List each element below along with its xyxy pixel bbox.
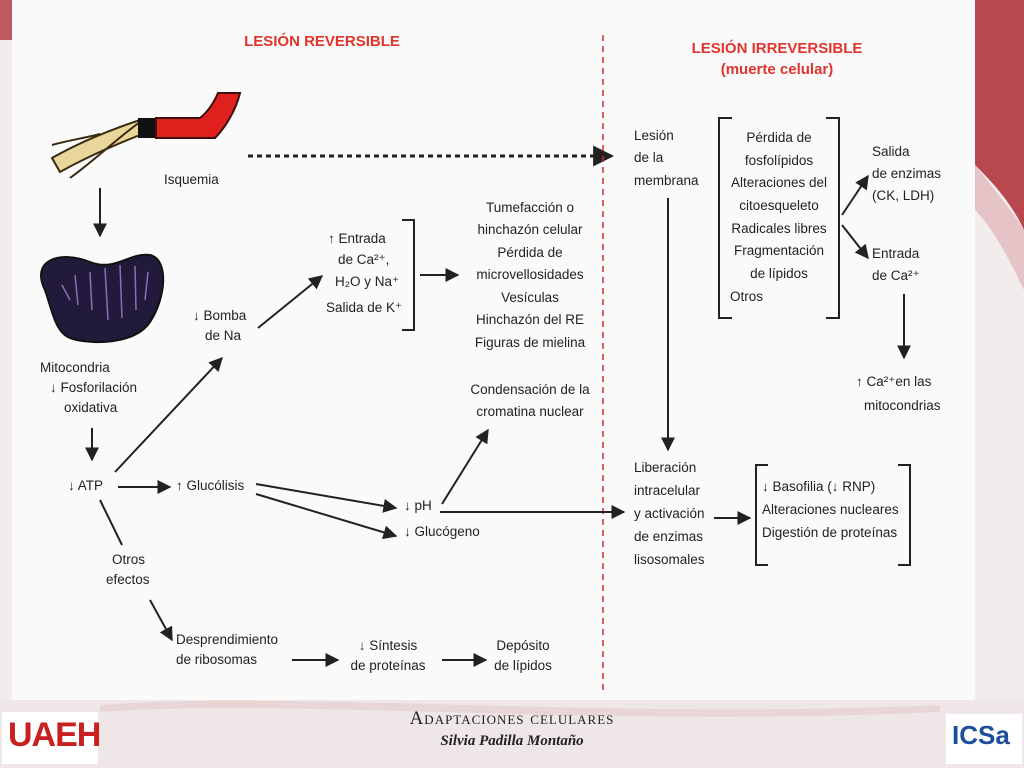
node-ph: ↓ pH xyxy=(404,498,432,513)
node-condensacion: Condensación de la xyxy=(470,382,590,397)
node-de-la: de la xyxy=(634,150,664,165)
header-irreversible: LESIÓN IRREVERSIBLE xyxy=(691,40,863,57)
uaeh-logo: UAEH xyxy=(2,712,101,764)
node-salida-k: Salida de K⁺ xyxy=(326,300,403,315)
node-fosfolipidos: fosfolípidos xyxy=(744,153,814,168)
node-fosforilacion: ↓ Fosforilación xyxy=(50,380,138,395)
node-vesiculas: Vesículas xyxy=(501,290,559,305)
node-desprendimiento: Desprendimiento xyxy=(176,632,279,647)
node-entrada: ↑ Entrada xyxy=(328,231,386,246)
footer-author: Silvia Padilla Montaño xyxy=(440,733,584,749)
node-entrada-right: Entrada xyxy=(872,246,920,261)
node-citoesqueleto: citoesqueleto xyxy=(739,198,819,213)
node-liberacion: Liberación xyxy=(634,460,697,475)
node-perdida: Pérdida de xyxy=(497,245,563,260)
node-salida: Salida xyxy=(872,144,910,159)
node-lesion: Lesión xyxy=(634,128,674,143)
node-basofilia: ↓ Basofilia (↓ RNP) xyxy=(762,479,876,494)
node-radicales: Radicales libres xyxy=(731,221,827,236)
node-isquemia: Isquemia xyxy=(164,172,219,187)
node-cromatina: cromatina nuclear xyxy=(476,404,584,419)
node-hinchazon-celular: hinchazón celular xyxy=(477,222,583,237)
node-entrada-ca: de Ca²⁺, xyxy=(338,252,390,267)
node-alteraciones-nucleares: Alteraciones nucleares xyxy=(762,502,899,517)
node-sintesis-proteinas: de proteínas xyxy=(350,658,426,673)
node-hinchazon-re: Hinchazón del RE xyxy=(475,312,585,327)
node-oxidativa: oxidativa xyxy=(64,400,118,415)
node-intracelular: intracelular xyxy=(634,483,701,498)
node-lisosomales: lisosomales xyxy=(634,552,705,567)
node-otros: Otros xyxy=(112,552,146,567)
node-de-enzimas: de enzimas xyxy=(872,166,942,181)
icsa-logo-text: ICSa xyxy=(952,720,1010,750)
node-deposito: Depósito xyxy=(496,638,550,653)
node-otros-right: Otros xyxy=(730,289,764,304)
node-entrada-h2o: H₂O y Na⁺ xyxy=(335,274,400,289)
node-bomba-na: de Na xyxy=(205,328,242,343)
header-irreversible-sub: (muerte celular) xyxy=(720,61,834,78)
icsa-logo: ICSa xyxy=(946,714,1022,764)
node-ribosomas: de ribosomas xyxy=(176,652,258,667)
node-efectos: efectos xyxy=(106,572,150,587)
node-sintesis: ↓ Síntesis xyxy=(358,638,418,653)
node-perdida-de: Pérdida de xyxy=(746,130,812,145)
node-microvellosidades: microvellosidades xyxy=(476,267,584,282)
footer-title: Adaptaciones celulares xyxy=(409,708,615,729)
node-de-enzimas-lib: de enzimas xyxy=(634,529,704,544)
node-glucogeno: ↓ Glucógeno xyxy=(404,524,480,539)
node-fragmentacion: Fragmentación xyxy=(733,243,825,258)
node-ca-mitocondrias: ↑ Ca²⁺en las xyxy=(856,374,932,389)
node-lipidos: de lípidos xyxy=(494,658,552,673)
node-membrana: membrana xyxy=(634,173,699,188)
node-activacion: y activación xyxy=(634,506,705,521)
node-tumefaccion: Tumefacción o xyxy=(485,200,575,215)
uaeh-logo-text: UAEH xyxy=(8,716,101,754)
node-entrada-ca-right: de Ca²⁺ xyxy=(872,268,920,283)
node-digestion: Digestión de proteínas xyxy=(762,525,898,540)
node-mitocondrias: mitocondrias xyxy=(864,398,941,413)
node-bomba: ↓ Bomba xyxy=(193,308,247,323)
node-mitocondria: Mitocondria xyxy=(40,360,110,375)
node-glucolisis: ↑ Glucólisis xyxy=(176,478,245,493)
node-figuras-mielina: Figuras de mielina xyxy=(474,335,586,350)
node-frag-lipidos: de lípidos xyxy=(750,266,808,281)
node-atp: ↓ ATP xyxy=(68,478,104,493)
node-ck-ldh: (CK, LDH) xyxy=(872,188,935,203)
node-alteraciones: Alteraciones del xyxy=(730,175,828,190)
header-reversible: LESIÓN REVERSIBLE xyxy=(244,33,400,50)
